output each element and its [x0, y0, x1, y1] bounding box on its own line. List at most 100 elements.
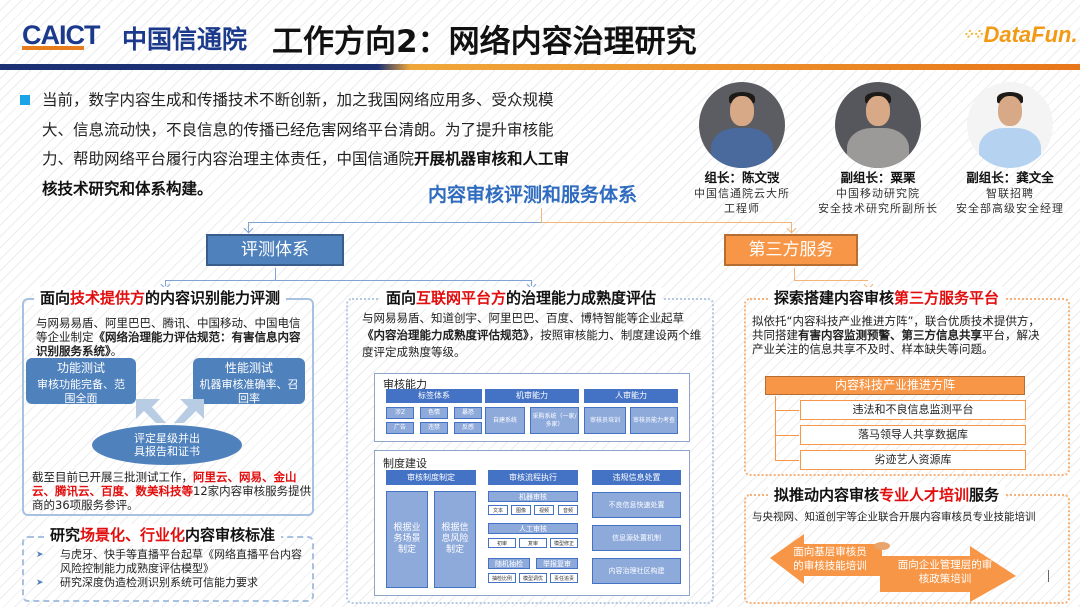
datafun-dots-icon: ⁘⁘ [962, 26, 984, 42]
human-review-head: 人工审核 [488, 523, 578, 534]
connector-line [794, 268, 795, 280]
tag-cell: 违禁 [420, 422, 448, 434]
group-head: 审核制度制定 [386, 470, 476, 485]
disposal-cell: 内容治理社区构建 [592, 558, 681, 584]
panel-training-text: 与央视网、知道创宇等企业联合开展内容审核员专业技能培训 [752, 511, 1036, 523]
review-cell: 责任追责 [550, 573, 578, 583]
function-test-desc: 审核功能完备、范围全面 [37, 378, 125, 405]
arrow-down-icon [243, 223, 254, 234]
review-cell: 视频 [534, 505, 554, 515]
capability-cell: 审核员能力考查 [630, 407, 678, 434]
person-title: 工程师 [724, 202, 760, 215]
bullet-square-icon [20, 95, 30, 105]
panel-third-party-text: 拟依托“内容科技产业推进方阵”，联合优质技术提供方，共同搭建有害内容监测预警、第… [752, 314, 1040, 356]
function-test-title: 功能测试 [56, 361, 105, 375]
connector-line [775, 435, 799, 436]
group-head: 违规信息处置 [592, 470, 681, 485]
caict-logo: CAICT [22, 20, 100, 50]
review-cell: 抽检比例 [488, 573, 516, 583]
caict-logo-cn: 中国信通院 [122, 25, 248, 54]
industry-alliance-head: 内容科技产业推进方阵 [765, 376, 1025, 395]
avatar-photo [835, 82, 921, 168]
group-head: 机审能力 [485, 389, 579, 403]
page-title: 工作方向2：网络内容治理研究 [272, 24, 697, 60]
rating-certificate-ellipse: 评定星级并出具报告和证书 [92, 425, 242, 465]
function-test-box: 功能测试 审核功能完备、范围全面 [26, 358, 136, 405]
caict-logo-underline [22, 46, 84, 50]
datafun-logo-text: DataFun. [983, 22, 1078, 47]
connector-line [775, 396, 776, 460]
panel-third-party-title: 探索搭建内容审核第三方服务平台 [768, 287, 1006, 308]
chevron-right-icon: ➤ [36, 578, 44, 588]
tag-cell: 反感 [454, 422, 482, 434]
panel-standards-title: 研究场景化、行业化内容审核标准 [44, 524, 282, 545]
random-check-head: 随机抽检 [488, 558, 530, 569]
connector-line [775, 410, 799, 411]
alliance-item: 劣迹艺人资源库 [800, 450, 1026, 470]
right-arrow-label: 面向企业管理层的审核政策培训 [897, 559, 993, 585]
converging-arrows-icon [136, 399, 204, 423]
capability-cell: 自建系统 [485, 407, 525, 434]
person-role: 副组长：龚文全 [966, 170, 1054, 185]
branch-evaluation-system: 评测体系 [206, 234, 344, 266]
disposal-cell: 信息源处置机制 [592, 525, 681, 551]
tag-cell: 涉Z [386, 407, 414, 419]
group-head: 人审能力 [584, 389, 678, 403]
connector-line [248, 222, 249, 232]
panel-tech-provider-text: 与网易易盾、阿里巴巴、腾讯、中国移动、中国电信等企业制定《网络治理能力评估规范：… [36, 316, 301, 358]
tag-cell: 色情 [420, 407, 448, 419]
review-cell: 图像 [511, 505, 531, 515]
person-role: 副组长：粟栗 [840, 170, 916, 185]
panel-platform-text: 与网易易盾、知道创宇、阿里巴巴、百度、博特智能等企业起草《内容治理能力成熟度评估… [362, 311, 702, 359]
alliance-item: 违法和不良信息监测平台 [800, 400, 1026, 420]
list-item: ➤与虎牙、快手等直播平台起草《网络直播平台内容风险控制能力成熟度评估模型》 [36, 548, 302, 575]
page-marker [1048, 570, 1049, 582]
datafun-logo: ⁘⁘DataFun. [962, 22, 1078, 48]
capability-cell: 采购系统（一家/多家） [530, 407, 579, 434]
person-org: 智联招聘 [986, 187, 1034, 200]
person-title: 安全技术研究所副所长 [818, 202, 938, 215]
review-cell: 模型修正 [550, 538, 578, 548]
connector-line [165, 280, 531, 281]
policy-cell: 根据信息风险制定 [434, 491, 476, 588]
group-head: 审核流程执行 [488, 470, 578, 485]
institution-label: 制度建设 [383, 457, 427, 470]
review-cell: 模型调优 [519, 573, 547, 583]
performance-test-box: 性能测试 机器审核准确率、召回率 [193, 358, 305, 405]
connector-line [541, 208, 542, 223]
intro-paragraph: 当前，数字内容生成和传播技术不断创新，加之我国网络应用多、受众规模大、信息流动快… [42, 86, 578, 204]
person-card-deputy-1: 副组长：粟栗 中国移动研究院 安全技术研究所副所长 [808, 82, 948, 216]
header-divider-bar [0, 64, 1080, 70]
review-cell: 初审 [488, 538, 516, 548]
audit-capability-label: 审核能力 [383, 378, 427, 391]
connector-line [775, 460, 799, 461]
chevron-right-icon: ➤ [36, 550, 44, 560]
arrow-down-icon [786, 223, 797, 234]
performance-test-title: 性能测试 [224, 361, 273, 375]
panel-platform-title: 面向互联网平台方的治理能力成熟度评估 [380, 287, 663, 308]
list-item: ➤研究深度伪造检测识别系统可信能力要求 [36, 576, 258, 589]
review-cell: 文本 [488, 505, 508, 515]
panel-tech-provider-title: 面向技术提供方的内容识别能力评测 [34, 287, 287, 308]
person-role: 组长：陈文弢 [704, 170, 780, 185]
connector-line [275, 268, 276, 280]
person-title: 安全部高级安全经理 [956, 202, 1064, 215]
double-arrow-scroll-icon [770, 534, 1016, 602]
intro-text-bold: 开展机器审核和人工审核技术研究和体系构建。 [42, 150, 570, 198]
diagram-root-title: 内容审核评测和服务体系 [428, 184, 638, 206]
report-review-head: 举报复审 [536, 558, 578, 569]
intro-text: 当前，数字内容生成和传播技术不断创新，加之我国网络应用多、受众规模大、信息流动快… [42, 91, 554, 168]
alliance-item: 落马领导人共享数据库 [800, 425, 1026, 445]
person-org: 中国信通院云大所 [694, 187, 790, 200]
person-card-leader: 组长：陈文弢 中国信通院云大所 工程师 [672, 82, 812, 216]
group-head: 标签体系 [386, 389, 482, 403]
connector-line [248, 222, 541, 223]
review-cell: 音频 [558, 505, 578, 515]
tag-cell: 暴恐 [454, 407, 482, 419]
capability-cell: 审核员培训 [584, 407, 626, 434]
connector-line [794, 280, 868, 281]
panel-training-title: 拟推动内容审核专业人才培训服务 [768, 484, 1006, 505]
connector-line [541, 222, 791, 223]
policy-cell: 根据业务场景制定 [386, 491, 428, 588]
left-arrow-label: 面向基层审核员的审核技能培训 [793, 546, 867, 572]
